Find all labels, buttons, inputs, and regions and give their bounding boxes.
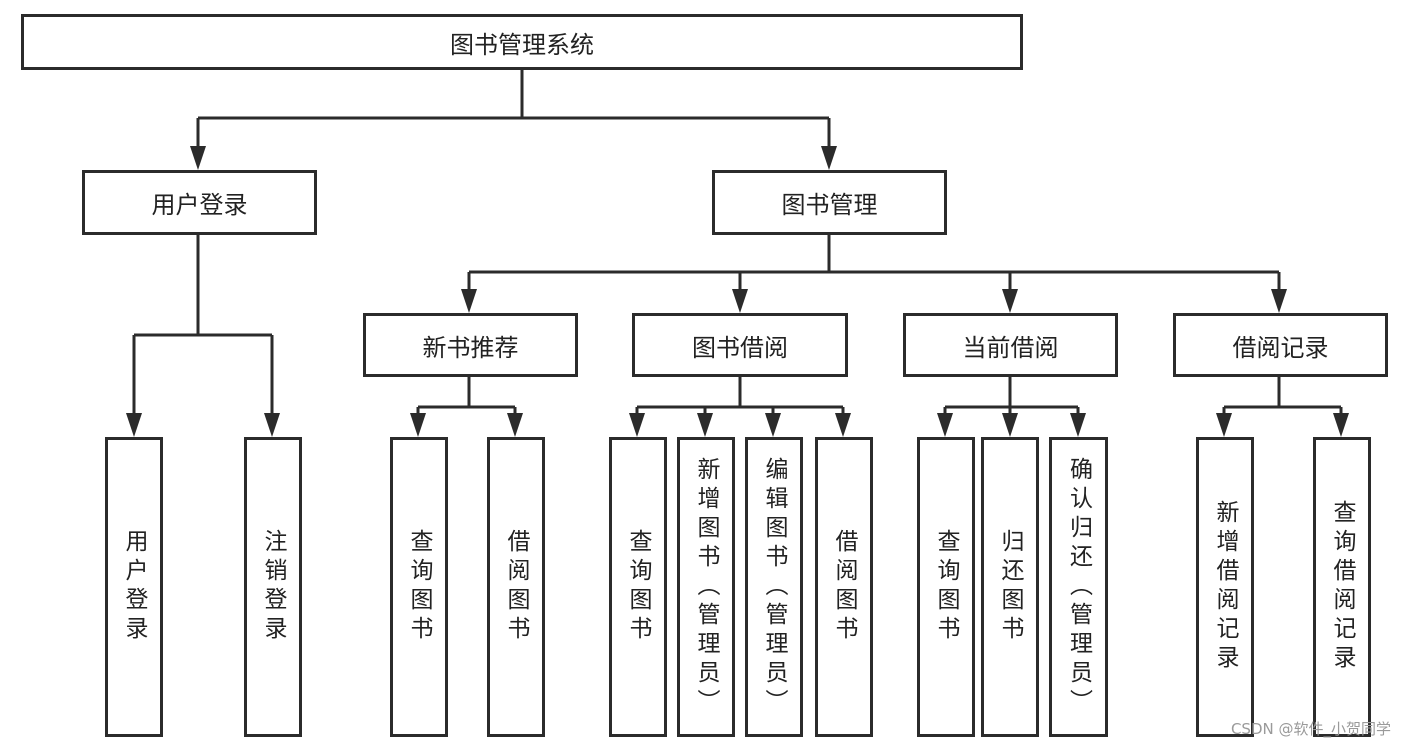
leaf-label: 新增图书（管理员） — [693, 456, 719, 718]
arrowhead — [1333, 413, 1349, 437]
arrowhead — [507, 413, 523, 437]
leaf-user-login: 用户登录 — [105, 437, 163, 737]
node-book-management: 图书管理 — [712, 170, 947, 235]
leaf-borrow-book: 借阅图书 — [815, 437, 873, 737]
leaf-logout: 注销登录 — [244, 437, 302, 737]
arrowhead — [1271, 289, 1287, 313]
leaf-label: 确认归还（管理员） — [1065, 456, 1092, 718]
root-label: 图书管理系统 — [450, 30, 594, 59]
leaf-label: 查询图书 — [406, 529, 432, 645]
arrowhead — [461, 289, 477, 313]
arrowhead — [1216, 413, 1232, 437]
arrowhead — [264, 413, 280, 437]
arrowhead — [126, 413, 142, 437]
node-label: 图书管理 — [781, 191, 878, 219]
node-label: 用户登录 — [151, 191, 248, 219]
leaf-confirm-return: 确认归还（管理员） — [1049, 437, 1108, 737]
leaf-label: 查询图书 — [625, 529, 651, 645]
node-label: 新书推荐 — [422, 333, 519, 362]
node-new-book-recommend: 新书推荐 — [363, 313, 578, 377]
leaf-label: 借阅图书 — [831, 529, 857, 645]
leaf-label: 编辑图书（管理员） — [761, 456, 787, 718]
node-label: 借阅记录 — [1232, 333, 1329, 362]
leaf-label: 借阅图书 — [503, 529, 529, 645]
arrowhead — [697, 413, 713, 437]
arrowhead — [410, 413, 426, 437]
arrowhead — [629, 413, 645, 437]
leaf-query-book: 查询图书 — [609, 437, 667, 737]
arrowhead — [1070, 413, 1086, 437]
leaf-query-book: 查询图书 — [917, 437, 975, 737]
leaf-add-book: 新增图书（管理员） — [677, 437, 735, 737]
leaf-label: 查询图书 — [933, 529, 959, 645]
node-book-borrow: 图书借阅 — [632, 313, 848, 377]
arrowhead — [190, 146, 206, 170]
node-borrow-records: 借阅记录 — [1173, 313, 1388, 377]
node-label: 当前借阅 — [962, 333, 1059, 362]
node-user-login: 用户登录 — [82, 170, 317, 235]
leaf-query-borrow-record: 查询借阅记录 — [1313, 437, 1371, 737]
leaf-query-book: 查询图书 — [390, 437, 448, 737]
leaf-borrow-book: 借阅图书 — [487, 437, 545, 737]
arrowhead — [1002, 413, 1018, 437]
root-box: 图书管理系统 — [21, 14, 1023, 70]
leaf-label: 查询借阅记录 — [1329, 500, 1355, 674]
node-current-borrow: 当前借阅 — [903, 313, 1118, 377]
leaf-label: 用户登录 — [121, 529, 147, 645]
arrowhead — [835, 413, 851, 437]
arrowhead — [732, 289, 748, 313]
leaf-edit-book: 编辑图书（管理员） — [745, 437, 803, 737]
leaf-label: 归还图书 — [997, 529, 1023, 645]
arrowhead — [1002, 289, 1018, 313]
leaf-return-book: 归还图书 — [981, 437, 1039, 737]
arrowhead — [821, 146, 837, 170]
node-label: 图书借阅 — [692, 333, 788, 362]
leaf-label: 新增借阅记录 — [1212, 500, 1238, 674]
leaf-add-borrow-record: 新增借阅记录 — [1196, 437, 1254, 737]
arrowhead — [937, 413, 953, 437]
watermark: CSDN @软件_小贺同学 — [1230, 720, 1391, 738]
arrowhead — [765, 413, 781, 437]
leaf-label: 注销登录 — [260, 529, 286, 645]
